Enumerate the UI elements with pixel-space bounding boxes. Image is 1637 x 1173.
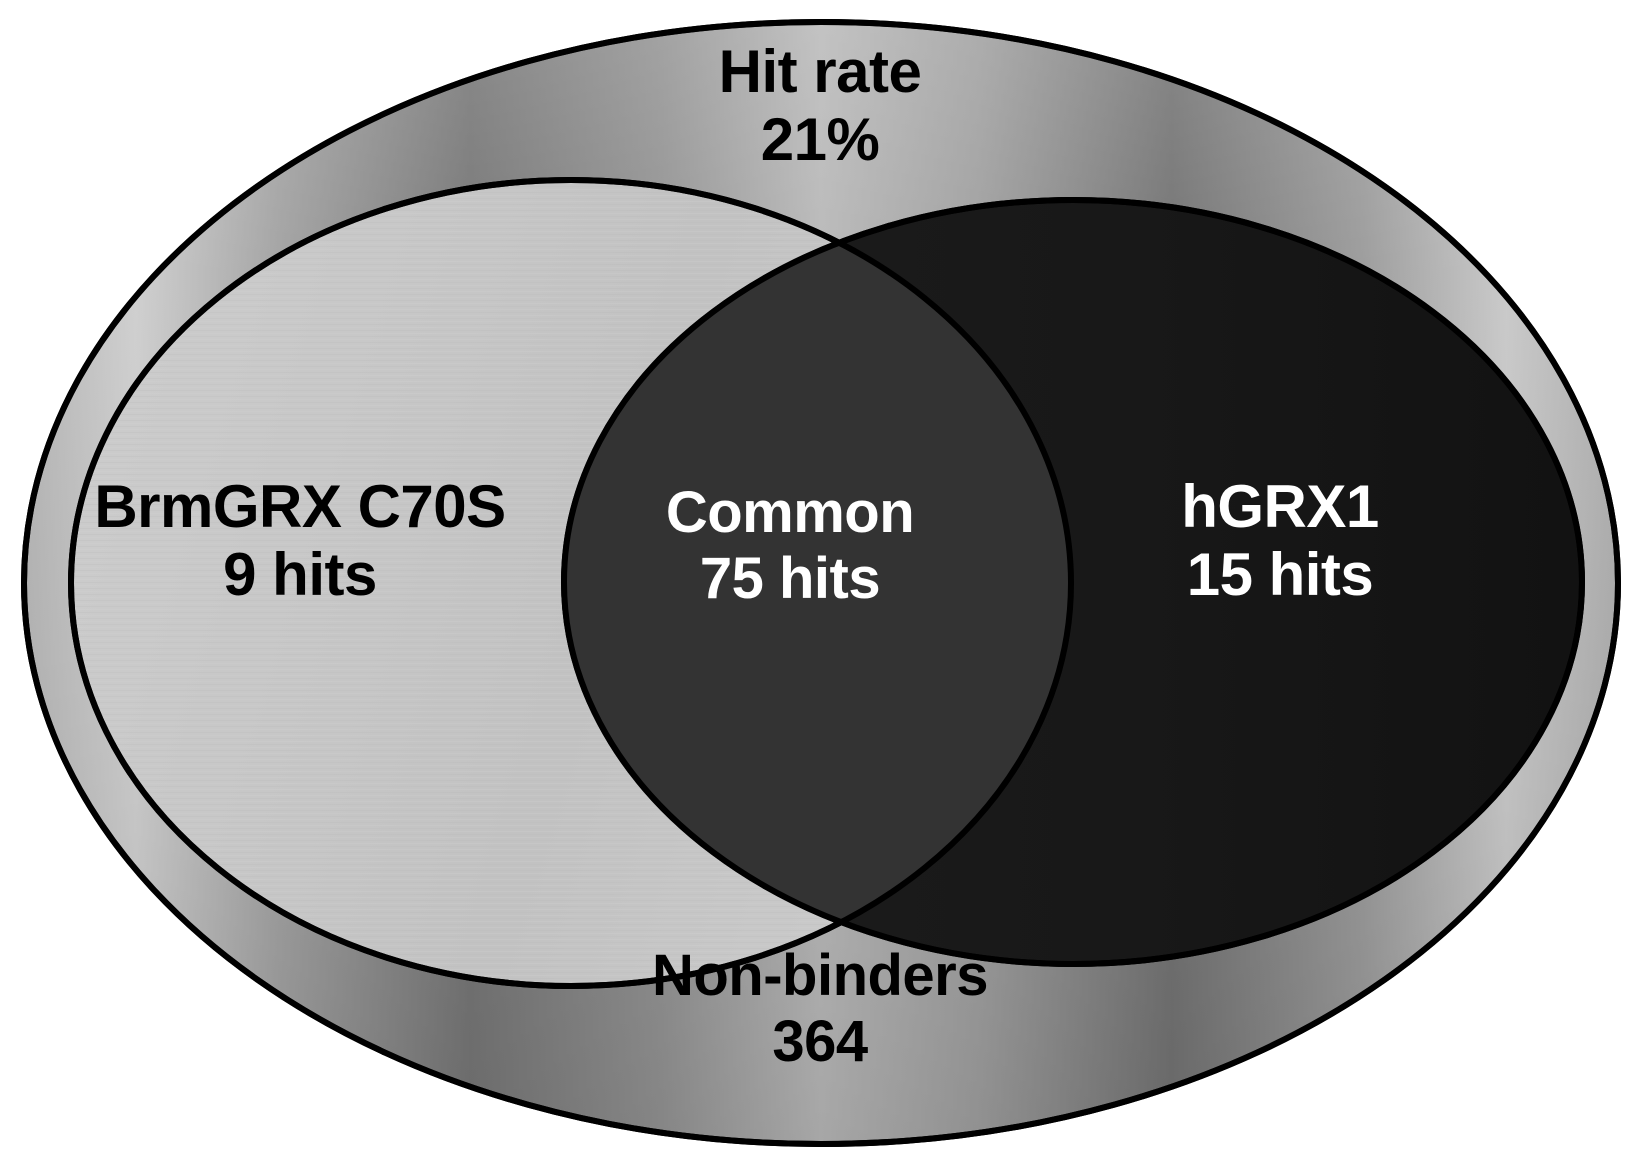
ellipse-outlines	[21, 19, 1621, 1147]
